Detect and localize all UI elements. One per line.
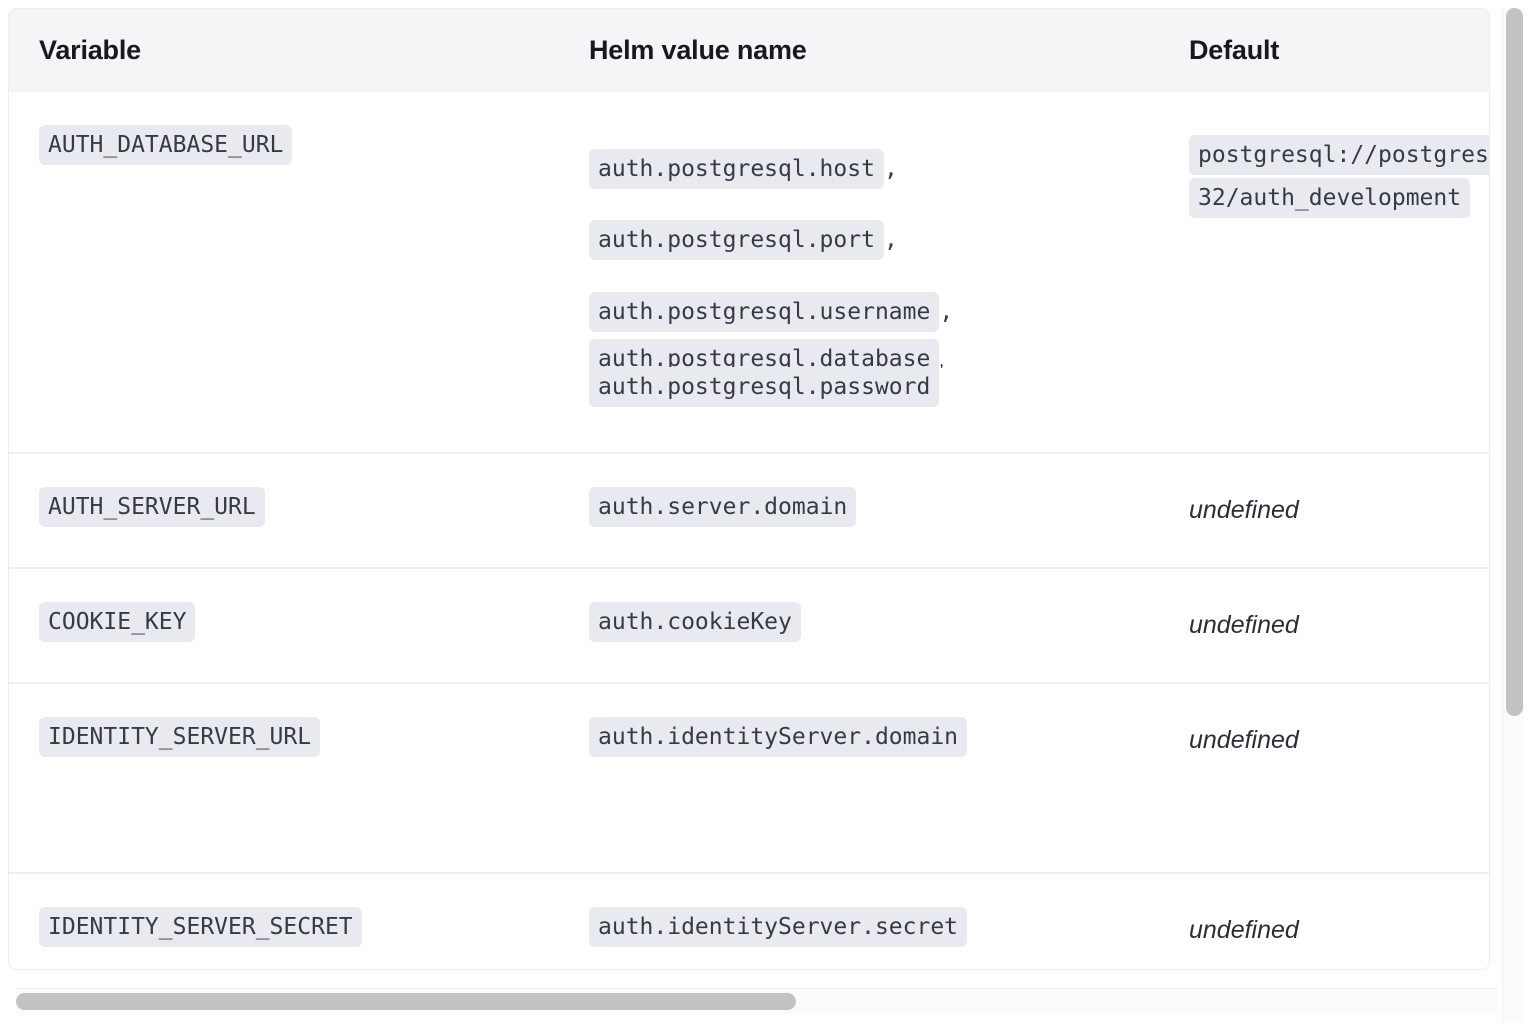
cell-helm-value: auth.identityServer.domain <box>579 682 1179 873</box>
default-value-undefined: undefined <box>1189 611 1299 639</box>
default-value-undefined: undefined <box>1189 916 1299 944</box>
column-header-default: Default <box>1179 9 1489 92</box>
default-value-undefined: undefined <box>1189 496 1299 524</box>
table-header: Variable Helm value name Default <box>9 9 1489 92</box>
column-header-variable: Variable <box>9 9 579 92</box>
horizontal-scrollbar-thumb[interactable] <box>16 993 796 1010</box>
helm-separator: , <box>939 352 944 370</box>
variable-code-chip: AUTH_SERVER_URL <box>39 487 265 527</box>
helm-value-code-chip: auth.postgresql.password <box>589 366 940 407</box>
variable-code-chip: IDENTITY_SERVER_URL <box>39 717 321 757</box>
default-value-undefined: undefined <box>1189 726 1299 754</box>
cell-variable: COOKIE_KEY <box>9 567 579 683</box>
table-row: COOKIE_KEY auth.cookieKey undefined <box>9 567 1489 683</box>
cell-variable: IDENTITY_SERVER_SECRET <box>9 872 579 969</box>
cell-default: undefined <box>1179 872 1489 969</box>
cell-variable: AUTH_DATABASE_URL <box>9 92 579 453</box>
env-variables-table-container: Variable Helm value name Default AUTH_DA… <box>8 8 1490 970</box>
helm-separator: , <box>883 156 898 182</box>
helm-value-code-chip: auth.identityServer.secret <box>589 907 968 947</box>
variable-code-chip: COOKIE_KEY <box>39 602 196 642</box>
table-row: IDENTITY_SERVER_URL auth.identityServer.… <box>9 682 1489 873</box>
helm-value-code-chip: auth.postgresql.host <box>589 149 884 189</box>
helm-value-code-chip: auth.postgresql.port <box>589 220 884 261</box>
helm-value-code-chip: auth.cookieKey <box>589 602 801 642</box>
column-header-helm-value-name: Helm value name <box>579 9 1179 92</box>
variable-code-chip: IDENTITY_SERVER_SECRET <box>39 907 362 947</box>
cell-helm-value: auth.postgresql.host, auth.postgresql.po… <box>579 92 1179 453</box>
helm-separator: , <box>939 298 954 325</box>
table-row: IDENTITY_SERVER_SECRET auth.identityServ… <box>9 872 1489 969</box>
table-row: AUTH_SERVER_URL auth.server.domain undef… <box>9 452 1489 568</box>
cell-helm-value: auth.server.domain <box>579 452 1179 568</box>
cell-helm-value: auth.identityServer.secret <box>579 872 1179 969</box>
cell-helm-value: auth.cookieKey <box>579 567 1179 683</box>
cell-default: undefined <box>1179 682 1489 873</box>
helm-value-list-continued: auth.postgresql.database, auth.postgresq… <box>589 338 1167 407</box>
cell-variable: IDENTITY_SERVER_URL <box>9 682 579 873</box>
vertical-scrollbar-thumb[interactable] <box>1506 8 1523 716</box>
vertical-scrollbar-track[interactable] <box>1502 8 1524 1022</box>
default-value-code-chip: postgresql://postgres:password@localhost… <box>1189 135 1489 218</box>
helm-separator: , <box>883 227 898 254</box>
cell-variable: AUTH_SERVER_URL <box>9 452 579 568</box>
helm-value-code-chip: auth.identityServer.domain <box>589 717 968 757</box>
table-body: AUTH_DATABASE_URL auth.postgresql.host, … <box>9 92 1489 969</box>
helm-value-list: auth.postgresql.host, auth.postgresql.po… <box>589 134 1167 348</box>
table-header-row: Variable Helm value name Default <box>9 9 1489 92</box>
variable-code-chip: AUTH_DATABASE_URL <box>39 125 293 165</box>
env-variables-table: Variable Helm value name Default AUTH_DA… <box>9 9 1489 969</box>
cell-default: undefined <box>1179 452 1489 568</box>
cell-default: postgresql://postgres:password@localhost… <box>1179 92 1489 453</box>
cell-default: undefined <box>1179 567 1489 683</box>
horizontal-scrollbar-track[interactable] <box>16 988 1498 1014</box>
helm-value-code-chip: auth.server.domain <box>589 487 857 527</box>
table-scroll-viewport[interactable]: Variable Helm value name Default AUTH_DA… <box>8 8 1516 1022</box>
helm-value-code-chip: auth.postgresql.username <box>589 291 940 332</box>
table-row: AUTH_DATABASE_URL auth.postgresql.host, … <box>9 92 1489 453</box>
